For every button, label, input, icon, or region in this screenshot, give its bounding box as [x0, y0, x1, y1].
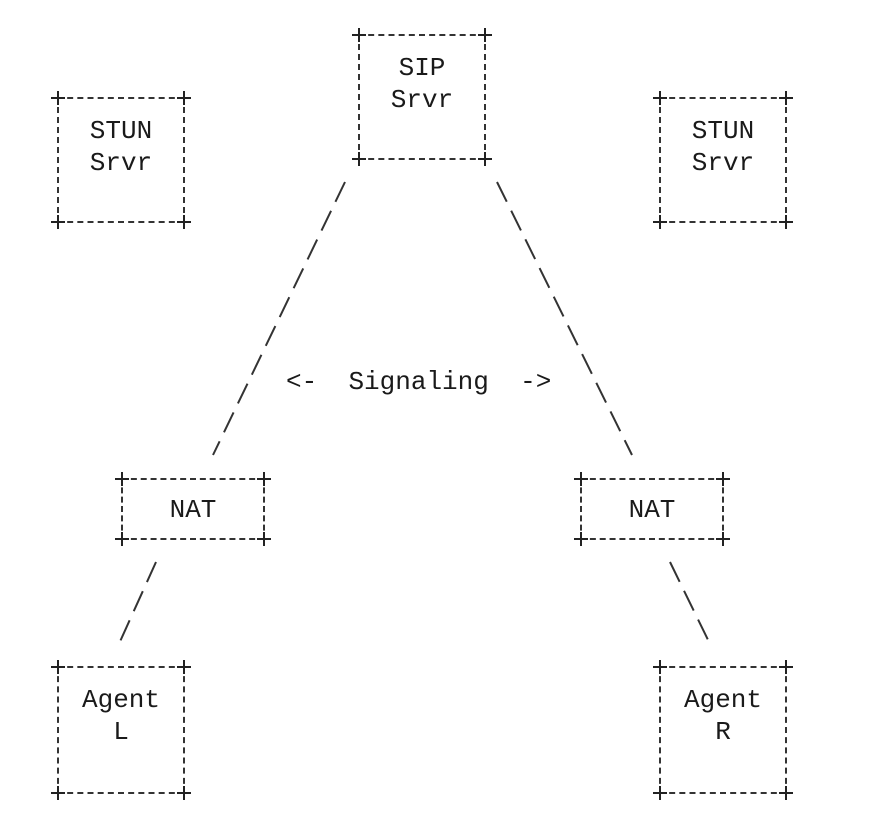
sip-server-sublabel: Srvr [390, 85, 454, 115]
stun-server-left-label: STUN [89, 116, 153, 146]
left-arrow-glyph: <- [286, 367, 318, 397]
agent-right-label: Agent [683, 685, 762, 715]
sip-server-label: SIP [398, 53, 446, 83]
sip-server-box: SIP Srvr [352, 28, 492, 166]
nat-left-label: NAT [169, 495, 217, 525]
link-sip-to-nat-right [496, 181, 633, 456]
nat-left-box: NAT [115, 472, 271, 546]
stun-server-right-label: STUN [691, 116, 755, 146]
agent-left-label: Agent [81, 685, 160, 715]
link-sip-to-nat-left [212, 181, 346, 456]
signaling-annotation: <- Signaling -> [286, 366, 551, 398]
link-nat-left-to-agent-left [117, 561, 157, 647]
stun-server-left-sublabel: Srvr [89, 148, 153, 178]
agent-left-box: Agent L [51, 660, 191, 800]
agent-right-sublabel: R [715, 717, 731, 747]
link-nat-right-to-agent-right [669, 561, 712, 647]
nat-right-box: NAT [574, 472, 730, 546]
stun-server-left-box: STUN Srvr [51, 91, 191, 229]
agent-left-sublabel: L [113, 717, 129, 747]
signaling-label: Signaling [348, 367, 489, 397]
stun-server-right-box: STUN Srvr [653, 91, 793, 229]
stun-server-right-sublabel: Srvr [691, 148, 755, 178]
agent-right-box: Agent R [653, 660, 793, 800]
nat-right-label: NAT [628, 495, 676, 525]
right-arrow-glyph: -> [520, 367, 552, 397]
